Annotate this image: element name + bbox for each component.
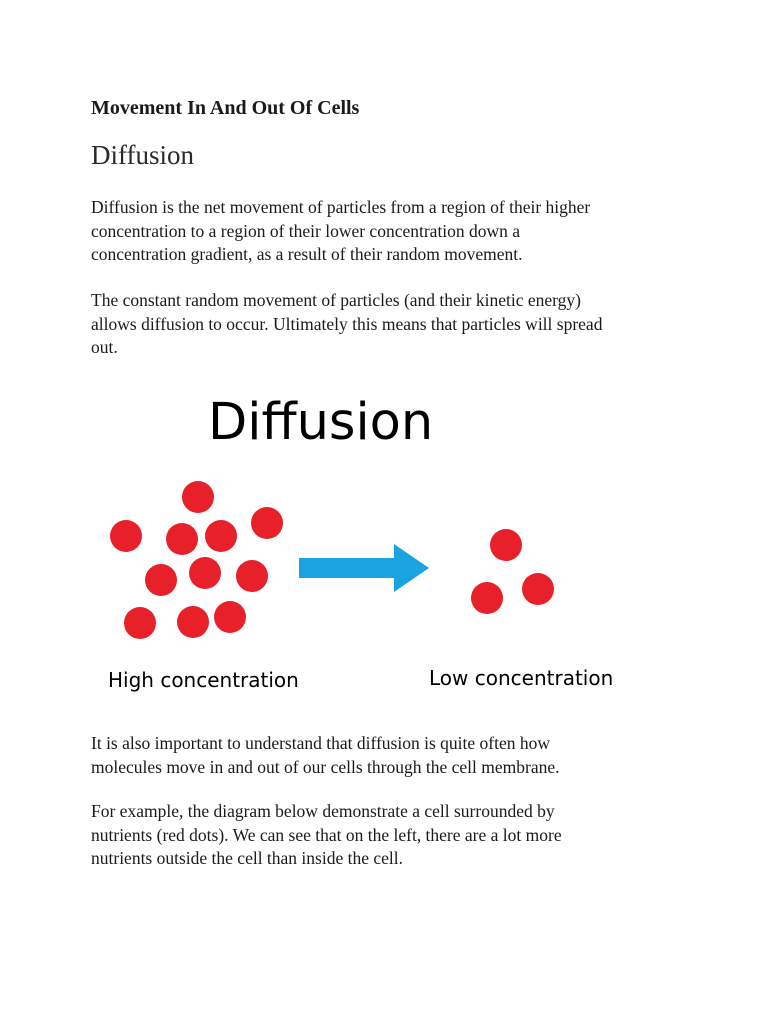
particle	[205, 520, 237, 552]
diffusion-figure: Diffusion High concentration Low concent…	[90, 380, 650, 710]
diffusion-diagram	[110, 481, 554, 639]
high-concentration-particles	[110, 481, 283, 639]
particle	[166, 523, 198, 555]
particle	[522, 573, 554, 605]
particle	[110, 520, 142, 552]
paragraph-diffusion-definition: Diffusion is the net movement of particl…	[91, 197, 591, 264]
figure-title: Diffusion	[208, 393, 434, 452]
low-concentration-particles	[471, 529, 554, 614]
particle	[145, 564, 177, 596]
page-heading: Movement In And Out Of Cells	[91, 97, 360, 119]
high-concentration-label: High concentration	[108, 668, 299, 692]
particle	[189, 557, 221, 589]
low-concentration-label: Low concentration	[429, 666, 614, 690]
particle	[124, 607, 156, 639]
arrow-right-icon	[299, 544, 429, 592]
section-heading: Diffusion	[91, 140, 195, 170]
paragraph-cell-membrane: It is also important to understand that …	[91, 733, 560, 777]
paragraph-random-movement: The constant random movement of particle…	[91, 290, 603, 357]
paragraph-example-nutrients: For example, the diagram below demonstra…	[91, 801, 562, 868]
particle	[471, 582, 503, 614]
particle	[214, 601, 246, 633]
particle	[236, 560, 268, 592]
particle	[182, 481, 214, 513]
particle	[490, 529, 522, 561]
particle	[251, 507, 283, 539]
particle	[177, 606, 209, 638]
